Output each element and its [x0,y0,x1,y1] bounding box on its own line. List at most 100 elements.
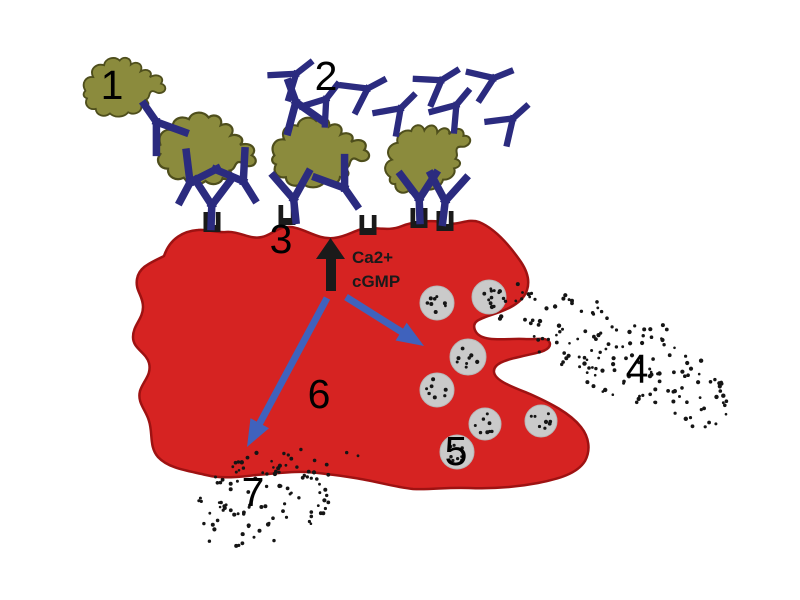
mediator-dot [309,510,314,514]
mediator-dot [215,518,220,523]
mediator-dot [641,334,645,338]
pathway-arrow [247,296,331,447]
mediator-dot [648,367,652,371]
mediator-dot [653,387,658,392]
granule-content-dot [487,421,492,426]
mediator-dot [577,355,581,359]
granule [524,404,558,438]
granule-content-dot [429,384,434,389]
mediator-dot [272,471,278,477]
mediator-dot [207,539,212,543]
mediator-dot [657,371,662,376]
mediator-dot [523,317,527,322]
mediator-dot [585,380,590,385]
mediator-dot [596,333,601,338]
mediator-dot [576,337,580,341]
antibody-bound [425,174,465,224]
mediator-dot [234,543,239,548]
mediator-dot [325,493,329,498]
mediator-dot [595,300,599,304]
granule-content-dot [456,356,461,361]
granule-content-dot [475,359,480,364]
granule-content-dot [432,395,437,400]
mediator-dot [231,465,235,469]
mediator-dot [684,354,688,358]
mediator-dot [345,450,349,455]
mediator-dot [264,484,269,489]
mediator-dot [621,345,625,349]
mediator-dot [672,389,678,394]
granule-content-dot [490,429,494,434]
mediator-dot [555,333,558,337]
granule-content-dot [547,421,552,426]
mediator-dot [234,470,238,474]
mediator-dot [514,299,518,303]
calcium-signal-up-arrow [316,238,345,291]
mediator-dot [323,487,328,492]
granule-content-dot [465,362,469,365]
mediator-dot [237,469,241,472]
mediator-dot [241,466,246,470]
mediator-dot [228,487,233,492]
mediator-dot [685,360,690,366]
mediator-dot [593,373,597,377]
mediator-dot [702,406,706,411]
mediator-dot [614,328,619,332]
mediator-dot [536,338,541,342]
mediator-dot [533,297,537,301]
mediator-dot [219,500,223,505]
mediator-dot [611,362,616,367]
mediator-dot [714,394,719,400]
mediator-dot [637,360,641,365]
pathway-arrow [344,294,424,346]
granule-content-dot [448,444,453,449]
granule-content-dot [482,291,487,296]
granule-content-dot [456,457,460,461]
mediator-dot [277,470,281,474]
mediator-dot [253,476,258,481]
mediator-dot [596,306,600,310]
mediator-dot [236,512,240,516]
mediator-dot [240,532,245,537]
granule [468,407,502,441]
granule [471,279,507,315]
mediator-dot [272,466,275,469]
mediator-dot [570,301,574,306]
mediator-dot [247,505,251,509]
mediator-dot [242,512,246,516]
granule-content-dot [460,446,464,450]
mediator-dot [611,393,615,397]
mediator-dot [671,399,676,404]
mediator-dot [648,327,653,332]
mediator-dot [305,475,309,479]
granule-content-dot [443,387,448,392]
mediator-dot [233,460,238,465]
mediator-dot [252,535,256,539]
granules-layer [419,279,558,470]
mediator-dot [724,399,729,404]
granule-content-dot [460,346,465,351]
mediator-dot [532,335,536,338]
mediator-dot [282,451,286,456]
mediator-dot [579,309,584,313]
mediator-dot [611,356,616,361]
mediator-dot [629,353,635,358]
antibody-free [487,96,536,144]
mediator-dot [578,365,582,369]
mediator-dot [568,342,571,345]
mediator-dot [594,366,598,371]
mediator-dot [605,316,609,321]
mediator-dot [265,522,271,527]
mediator-dot [199,499,203,503]
mediator-dot [707,420,711,425]
granule-content-dot [485,430,490,435]
mediator-dot [529,291,534,295]
mediator-dot [683,374,687,379]
mediator-dot [696,380,701,385]
mediator-dot [697,372,701,376]
mediator-dot [585,371,589,374]
mediator-dot [233,513,237,517]
mediator-dot [552,304,558,309]
